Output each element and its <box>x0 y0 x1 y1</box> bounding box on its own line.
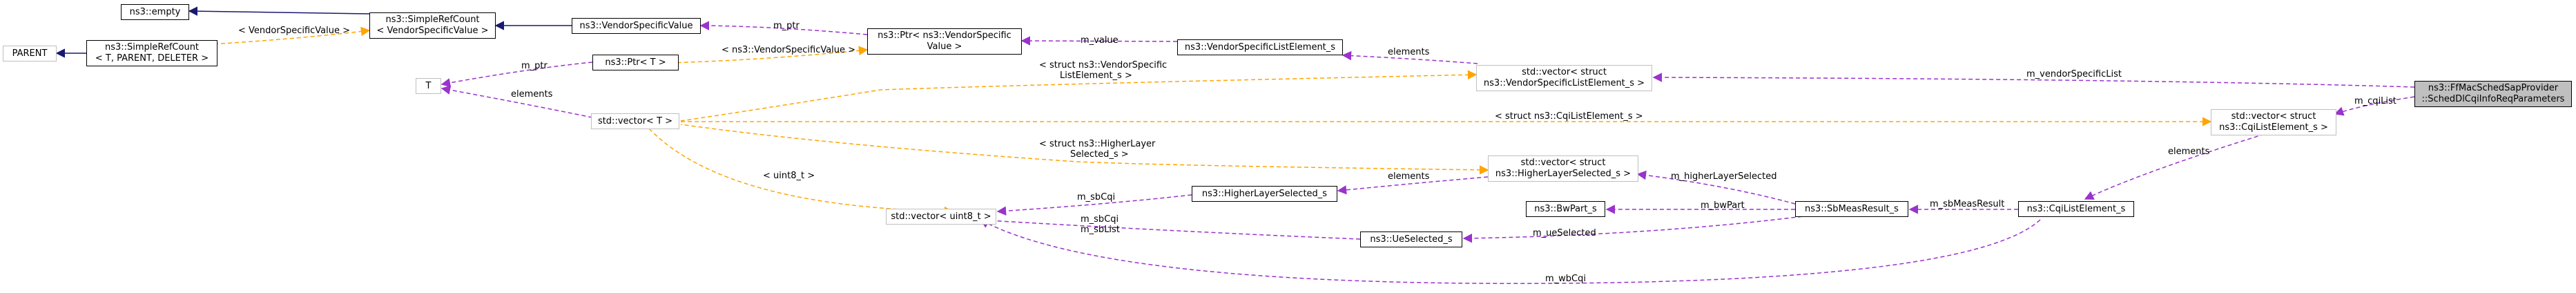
edge-label-cqi-tmpl: < struct ns3::CqiListElement_s > <box>1495 111 1643 122</box>
edge-label-m-wb-cqi: m_wbCqi <box>1545 274 1586 284</box>
node-simple-ref-count-vendor-specific-value[interactable]: ns3::SimpleRefCount < VendorSpecificValu… <box>369 12 496 39</box>
edge-refcount-vs-template <box>175 26 371 47</box>
node-label: ns3::Ptr< T > <box>605 57 666 68</box>
node-label: std::vector< T > <box>597 115 673 126</box>
node-label: ns3::UeSelected_s <box>1370 234 1453 245</box>
edge-label-hl-tmpl-2: Selected_s > <box>1070 149 1129 160</box>
edge-cqi-element-to-vector-uint8 <box>979 219 2041 284</box>
node-label: ns3::CqiListElement_s <box>2026 203 2126 214</box>
edge-label-m-ptr-2: m_ptr <box>521 61 548 71</box>
node-label-line-1: ns3::FfMacSchedSapProvider <box>2428 83 2559 93</box>
edge-label-elements-vs: elements <box>1388 47 1430 57</box>
edge-label-vs-tmpl-2: ListElement_s > <box>1060 70 1132 81</box>
edge-label-m-ptr-1: m_ptr <box>773 21 800 31</box>
node-label-line-2: < T, PARENT, DELETER > <box>95 53 209 64</box>
node-t[interactable]: T <box>416 78 441 94</box>
edge-vector-cqi-to-cqi-element <box>2084 133 2265 200</box>
node-label-line-2: ::SchedDlCqiInfoReqParameters <box>2421 94 2565 104</box>
edge-label-m-vendor-specific-list: m_vendorSpecificList <box>2026 69 2122 79</box>
edge-label-m-sb-meas-result: m_sbMeasResult <box>1930 199 2004 209</box>
node-simple-ref-count-t-parent-deleter[interactable]: ns3::SimpleRefCount < T, PARENT, DELETER… <box>86 40 217 66</box>
edge-label-m-cqi-list: m_cqiList <box>2354 96 2396 106</box>
node-label: ns3::VendorSpecificListElement_s <box>1184 41 1336 53</box>
node-ns3-empty[interactable]: ns3::empty <box>121 4 189 20</box>
node-label: ns3::BwPart_s <box>1534 203 1597 214</box>
node-vendor-specific-value[interactable]: ns3::VendorSpecificValue <box>572 18 701 34</box>
node-label-line-1: ns3::SimpleRefCount <box>104 42 200 53</box>
node-label: ns3::empty <box>129 6 181 17</box>
edge-vector-vs-template <box>680 70 1478 122</box>
edge-focus-to-vector-vs <box>1652 73 2415 88</box>
edge-vector-uint8-template <box>648 128 954 216</box>
node-label: ns3::HigherLayerSelected_s <box>1201 188 1328 199</box>
edge-ptr-vsv-to-vsv <box>699 21 868 35</box>
edge-ptr-t-to-t <box>440 62 593 88</box>
node-label-line-2: ns3::HigherLayerSelected_s > <box>1495 169 1631 179</box>
node-ptr-vendor-specific-value[interactable]: ns3::Ptr< ns3::VendorSpecific Value > <box>867 28 1022 55</box>
edge-label-m-value: m_value <box>1081 35 1118 46</box>
edge-label-ptr-vsv-tmpl: < ns3::VendorSpecificValue > <box>722 45 855 55</box>
edge-label-m-sb-cqi: m_sbCqi <box>1077 192 1115 202</box>
edge-label-m-sb-cqi-list-2: m_sbList <box>1081 225 1120 235</box>
node-sb-meas-result[interactable]: ns3::SbMeasResult_s <box>1795 201 1908 217</box>
edge-focus-to-vector-cqi <box>2334 96 2415 116</box>
node-label: PARENT <box>12 48 48 59</box>
node-label-line-2: Value > <box>927 41 962 52</box>
edge-label-elements-cqi: elements <box>2168 146 2210 157</box>
node-label: ns3::SbMeasResult_s <box>1805 203 1899 214</box>
node-vendor-specific-list-element[interactable]: ns3::VendorSpecificListElement_s <box>1177 39 1343 55</box>
node-vector-higher-layer-selected[interactable]: std::vector< struct ns3::HigherLayerSele… <box>1488 155 1638 182</box>
edge-label-hl-tmpl-1: < struct ns3::HigherLayer <box>1039 139 1156 149</box>
edge-label-m-ue-selected: m_ueSelected <box>1533 228 1596 238</box>
node-cqi-list-element[interactable]: ns3::CqiListElement_s <box>2018 201 2134 217</box>
edge-label-vendor-specific-value-tmpl: < VendorSpecificValue > <box>238 26 350 36</box>
node-label: ns3::VendorSpecificValue <box>579 20 693 31</box>
node-ptr-t[interactable]: ns3::Ptr< T > <box>592 55 679 70</box>
edge-sbmeas-to-vector-hl <box>1636 170 1796 205</box>
edge-label-elements-t: elements <box>511 89 553 100</box>
node-vector-uint8[interactable]: std::vector< uint8_t > <box>886 209 996 225</box>
node-vector-vendor-specific-list-element[interactable]: std::vector< struct ns3::VendorSpecificL… <box>1476 65 1652 91</box>
edge-refcount-to-empty <box>188 6 370 16</box>
edge-ue-selected-to-vector-uint8 <box>976 215 1361 240</box>
node-label-line-1: std::vector< struct <box>2231 111 2316 122</box>
node-label-line-1: std::vector< struct <box>1520 158 1606 168</box>
edge-vector-vs-to-vsle <box>1342 50 1478 64</box>
edge-vector-hl-to-hl-selected <box>1337 176 1489 195</box>
node-label-line-2: < VendorSpecificValue > <box>376 26 489 36</box>
node-label-line-2: ns3::CqiListElement_s > <box>2219 122 2328 133</box>
edge-label-m-bw-part: m_bwPart <box>1701 200 1745 211</box>
node-label: T <box>425 80 432 91</box>
node-vector-cqi-list-element[interactable]: std::vector< struct ns3::CqiListElement_… <box>2211 109 2336 135</box>
edge-ptr-vsv-template <box>645 46 869 64</box>
node-vector-t[interactable]: std::vector< T > <box>591 113 679 129</box>
node-label-line-1: ns3::Ptr< ns3::VendorSpecific <box>878 30 1011 41</box>
edge-label-m-sb-cqi-list-1: m_sbCqi <box>1081 214 1118 225</box>
edge-vector-t-to-t <box>440 85 593 118</box>
node-label-line-1: std::vector< struct <box>1522 67 1607 77</box>
node-label-line-1: ns3::SimpleRefCount <box>385 15 480 25</box>
edge-label-uint8-tmpl: < uint8_t > <box>763 171 815 181</box>
edge-vector-hl-template <box>680 124 1489 175</box>
node-sched-dl-cqi-info-req-parameters[interactable]: ns3::FfMacSchedSapProvider ::SchedDlCqiI… <box>2414 81 2572 107</box>
node-parent[interactable]: PARENT <box>3 46 57 62</box>
node-label: std::vector< uint8_t > <box>891 211 991 222</box>
node-bw-part[interactable]: ns3::BwPart_s <box>1526 201 1605 217</box>
edge-label-m-higher-layer-selected: m_higherLayerSelected <box>1671 171 1776 182</box>
edge-label-elements-hl: elements <box>1388 171 1430 182</box>
edge-sbmeas-to-ue-selected <box>1462 215 1810 243</box>
node-label-line-2: ns3::VendorSpecificListElement_s > <box>1483 78 1645 88</box>
node-higher-layer-selected[interactable]: ns3::HigherLayerSelected_s <box>1192 186 1337 202</box>
node-ue-selected[interactable]: ns3::UeSelected_s <box>1360 231 1462 247</box>
edge-hl-selected-to-vector-uint8 <box>996 194 1192 216</box>
edge-label-vs-tmpl-1: < struct ns3::VendorSpecific <box>1039 60 1167 70</box>
